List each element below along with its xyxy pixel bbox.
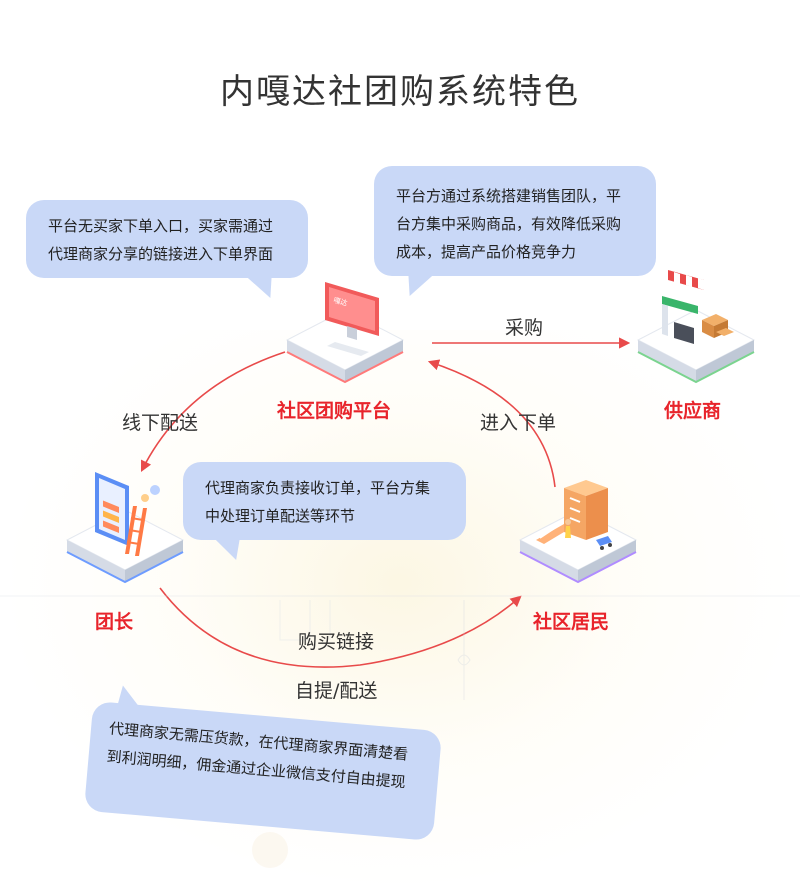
bubble-order-entry-note: 平台无买家下单入口，买家需通过 代理商家分享的链接进入下单界面 (26, 200, 308, 278)
bubble-line: 代理商家负责接收订单，平台方集 (205, 479, 431, 497)
resident-icon (518, 480, 638, 584)
bubble-line: 台方集中采购商品，有效降低采购 (396, 215, 622, 233)
arrow-buy-link (159, 587, 522, 668)
edge-label-buy-link: 购买链接 (298, 631, 375, 653)
supplier-icon (636, 270, 756, 384)
node-label-platform: 社区团购平台 (277, 400, 392, 422)
node-label-leader: 团长 (95, 611, 134, 633)
screen-logo: 嘎达 (332, 295, 348, 308)
node-label-resident: 社区居民 (533, 611, 610, 633)
bubble-line: 中处理订单配送等环节 (205, 507, 356, 525)
edge-label-purchase: 采购 (505, 317, 544, 339)
bubble-line: 平台无买家下单入口，买家需通过 (48, 217, 274, 235)
edge-label-offline-delivery: 线下配送 (122, 412, 199, 434)
platform-icon: 嘎达 (285, 282, 405, 384)
edge-label-place-order: 进入下单 (480, 412, 557, 434)
edge-label-pickup-delivery: 自提/配送 (295, 680, 378, 702)
leader-icon (65, 472, 185, 584)
arrow-place-order (427, 359, 556, 488)
bubble-line: 代理商家分享的链接进入下单界面 (48, 245, 274, 263)
bubble-sales-team-note: 平台方通过系统搭建销售团队，平 台方集中采购商品，有效降低采购 成本，提高产品价… (374, 166, 656, 276)
arrow-offline-delivery (140, 351, 286, 472)
bubble-line: 成本，提高产品价格竞争力 (396, 243, 577, 261)
bubble-line: 平台方通过系统搭建销售团队，平 (396, 187, 622, 205)
page-title: 内嘎达社团购系统特色 (220, 72, 580, 112)
node-label-supplier: 供应商 (664, 400, 722, 422)
bubble-order-handling-note: 代理商家负责接收订单，平台方集 中处理订单配送等环节 (183, 462, 466, 540)
decor-lines (0, 595, 800, 868)
